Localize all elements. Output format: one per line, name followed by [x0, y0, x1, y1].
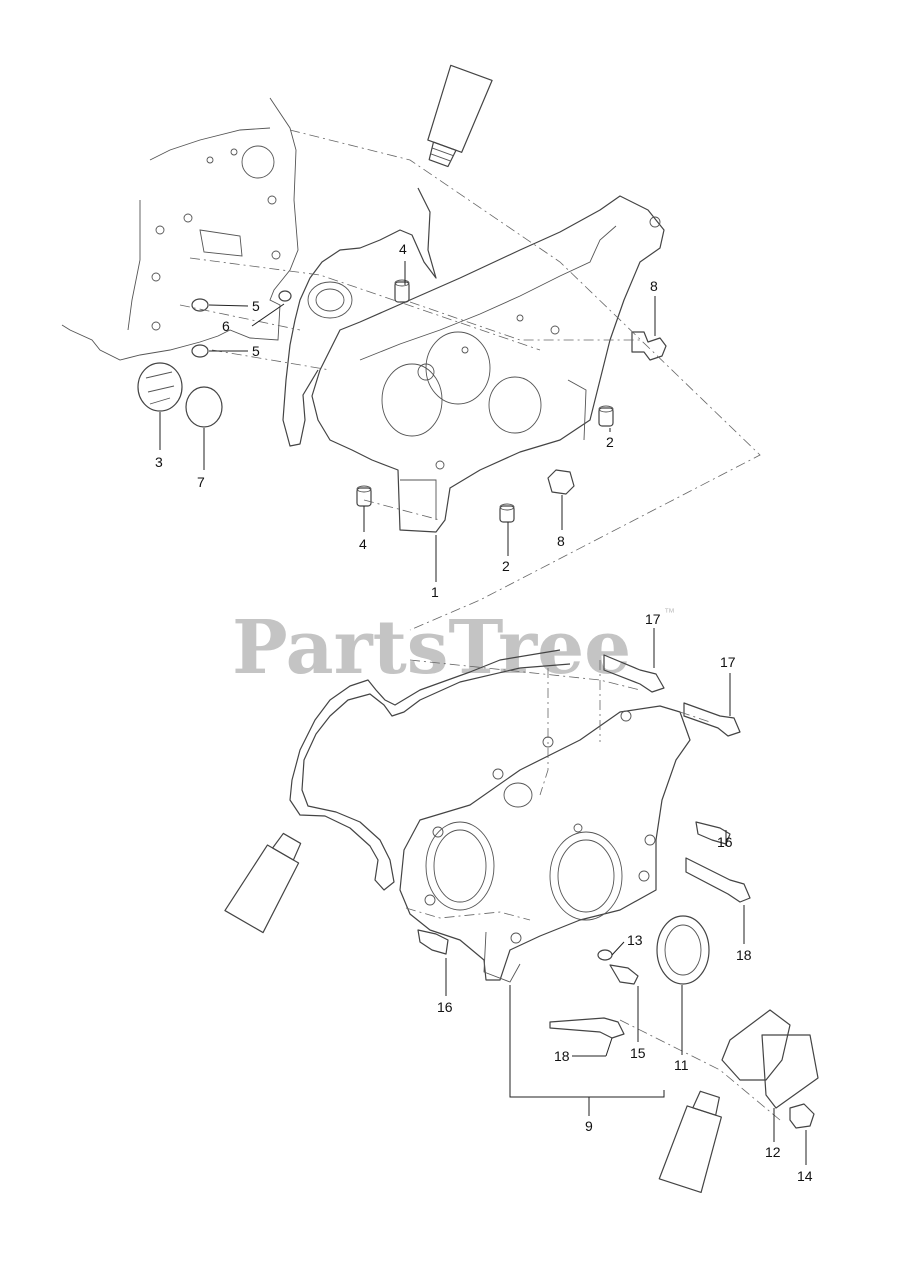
leader-lines [159, 261, 807, 1165]
bolt-17-upper [603, 654, 665, 693]
front-cover [399, 705, 691, 983]
engine-block-background [61, 97, 299, 361]
dowel-pin-2-lower [499, 503, 515, 523]
bolt-14 [789, 1103, 815, 1129]
o-ring-5-upper [191, 298, 209, 312]
callout-2: 2 [606, 434, 614, 450]
callout-11: 11 [674, 1057, 689, 1073]
callout-6: 6 [222, 318, 230, 334]
bolt-8-upper [631, 331, 667, 361]
cap-3 [137, 362, 183, 412]
dowel-pin-2-right [598, 405, 614, 427]
bolt-18-lower [549, 1017, 625, 1039]
callout-13: 13 [627, 932, 643, 948]
callout-5: 5 [252, 343, 260, 359]
bolt-18-right [685, 857, 751, 903]
timing-case [307, 195, 665, 533]
watermark-text: PartsTree [232, 605, 631, 691]
callout-3: 3 [155, 454, 163, 470]
watermark-trademark: ™ [664, 607, 675, 619]
lower-gasket [289, 649, 571, 891]
callout-7: 7 [197, 474, 205, 490]
callout-8: 8 [650, 278, 658, 294]
lower-assembly-lines [405, 659, 781, 1121]
o-ring-5-lower [191, 344, 209, 358]
dowel-pin-4-upper [394, 279, 410, 303]
callout-14: 14 [797, 1168, 813, 1184]
callout-18: 18 [736, 947, 752, 963]
callout-2: 2 [502, 558, 510, 574]
gasket-12 [721, 1009, 791, 1081]
callout-4: 4 [399, 241, 407, 257]
upper-gasket [282, 187, 437, 447]
callout-16: 16 [437, 999, 453, 1015]
upper-assembly-lines [179, 129, 761, 631]
callout-17: 17 [720, 654, 736, 670]
sealant-tube-top [427, 64, 493, 168]
callout-8: 8 [557, 533, 565, 549]
bolt-8-lower [547, 469, 575, 495]
bolt-15 [609, 964, 639, 985]
callout-1: 1 [431, 584, 439, 600]
callout-17: 17 [645, 611, 661, 627]
bolt-17-right [683, 702, 741, 737]
callout-labels: 4 8 5 6 5 2 3 7 4 8 2 1 17 17 16 18 13 1… [155, 241, 813, 1184]
callout-16: 16 [717, 834, 733, 850]
bolt-16-left [417, 929, 449, 955]
dowel-pin-4-lower [356, 485, 372, 507]
callout-4: 4 [359, 536, 367, 552]
callout-18: 18 [554, 1048, 570, 1064]
o-ring-6 [278, 290, 292, 302]
callout-9: 9 [585, 1118, 593, 1134]
washer-13 [597, 949, 613, 961]
plug-7 [185, 386, 223, 428]
sealant-tube-left [224, 832, 302, 934]
callout-15: 15 [630, 1045, 646, 1061]
callout-5: 5 [252, 298, 260, 314]
oil-seal-11 [656, 915, 710, 985]
sealant-tube-right [658, 1090, 722, 1194]
callout-12: 12 [765, 1144, 781, 1160]
cover-plate-12 [761, 1034, 819, 1109]
